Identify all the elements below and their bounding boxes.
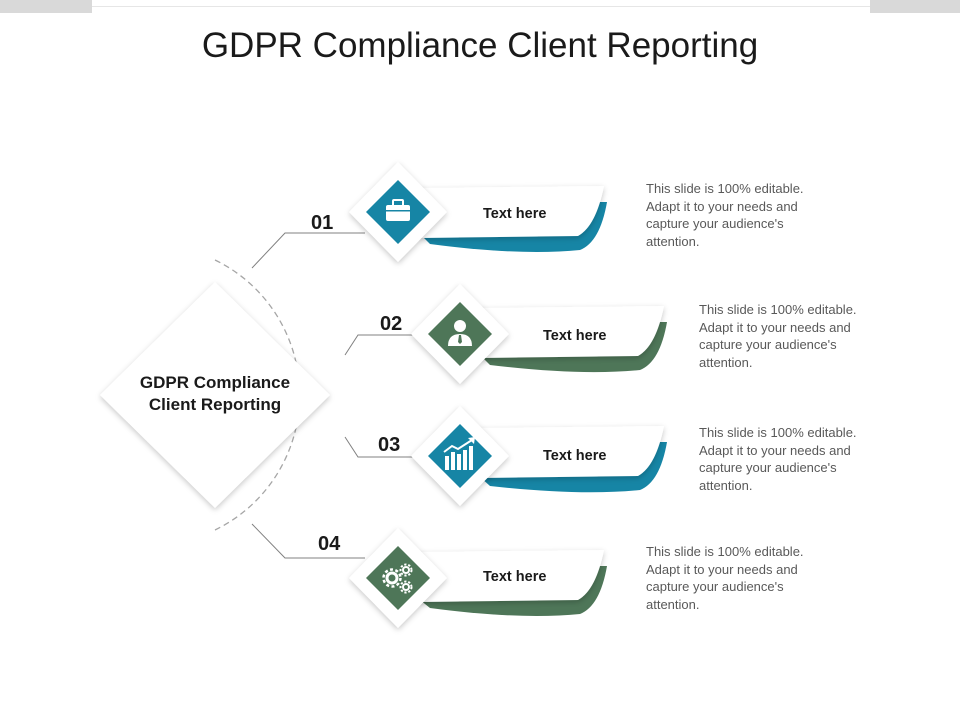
item-label-02: Text here (543, 328, 607, 344)
item-description-02: This slide is 100% editable. Adapt it to… (699, 302, 857, 370)
tab-02 (480, 306, 667, 373)
item-number-04: 04 (318, 533, 341, 555)
center-label-line2: Client Reporting (148, 395, 282, 414)
item-number-01: 01 (311, 212, 334, 234)
tab-04 (420, 550, 607, 616)
tab-01 (420, 186, 607, 252)
item-description-03: This slide is 100% editable. Adapt it to… (699, 425, 857, 493)
connector-02 (344, 334, 425, 356)
item-number-03: 03 (378, 434, 401, 456)
page-title: GDPR Compliance Client Reporting (201, 26, 759, 65)
item-description-01: This slide is 100% editable. Adapt it to… (646, 181, 804, 249)
briefcase-icon (386, 199, 410, 221)
item-label-03: Text here (543, 448, 607, 464)
item-number-02: 02 (380, 313, 403, 335)
center-diamond (100, 282, 330, 508)
item-description-04: This slide is 100% editable. Adapt it to… (646, 544, 804, 612)
top-divider (92, 6, 870, 7)
item-label-01: Text here (483, 206, 547, 222)
center-label: GDPR Compliance Client Reporting (120, 372, 310, 416)
connector-03 (344, 436, 425, 458)
gears-icon (382, 563, 413, 594)
center-label-line1: GDPR Compliance (139, 373, 291, 392)
connector-04 (251, 523, 365, 559)
top-bar-left (0, 0, 92, 13)
top-bar-right (870, 0, 960, 13)
chart-icon (443, 437, 475, 470)
connector-01 (251, 232, 365, 269)
item-label-04: Text here (483, 569, 547, 585)
person-icon (448, 320, 472, 346)
tab-03 (480, 426, 667, 493)
